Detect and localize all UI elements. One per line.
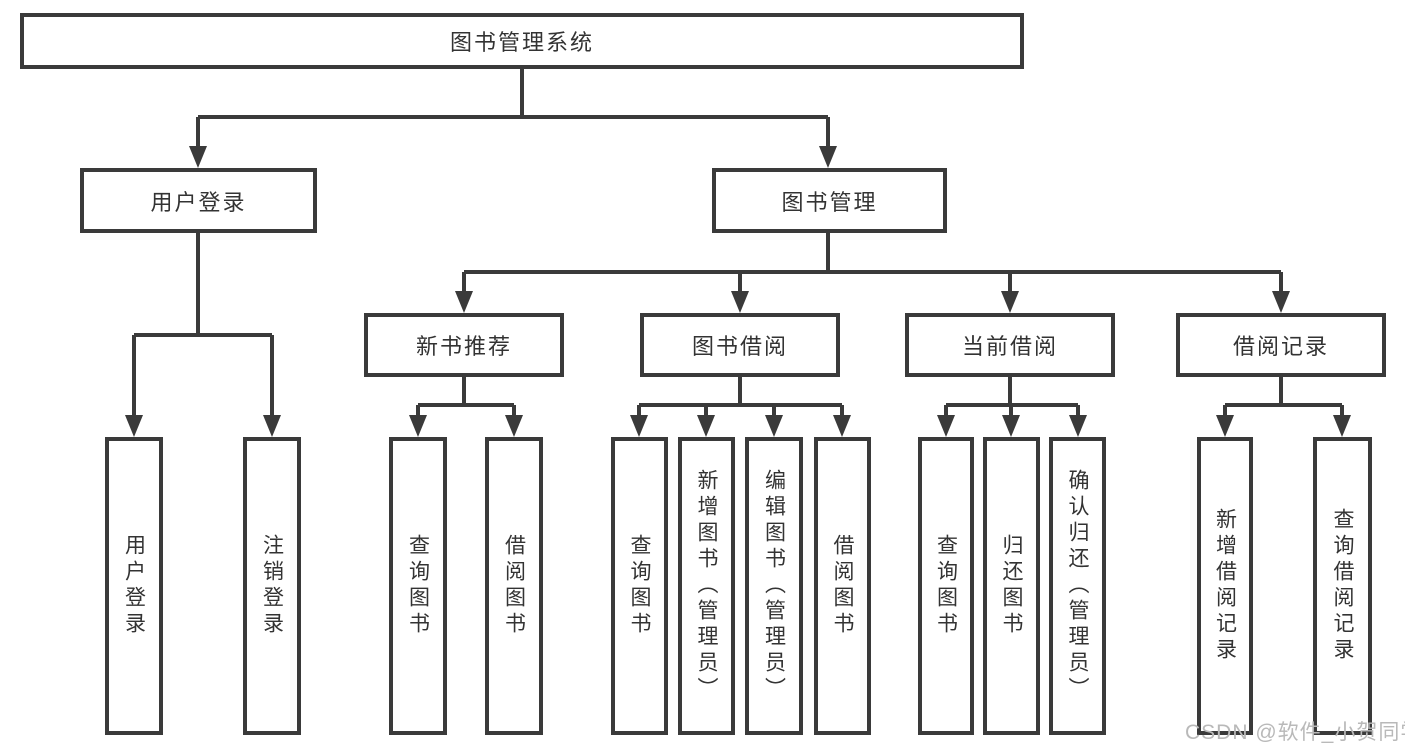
node-borrowing-records: 借阅记录 <box>1176 313 1386 377</box>
leaf-logout: 注销登录 <box>243 437 301 735</box>
leaf-borrow-books-recommend: 借阅图书 <box>485 437 543 735</box>
leaf-query-borrow-record: 查询借阅记录 <box>1313 437 1372 735</box>
leaf-query-books-current: 查询图书 <box>918 437 974 735</box>
node-label: 用户登录 <box>150 189 247 215</box>
node-label: 查询图书 <box>628 534 651 638</box>
node-current-borrowing: 当前借阅 <box>905 313 1115 377</box>
node-label: 图书管理系统 <box>449 30 594 55</box>
node-label: 当前借阅 <box>961 334 1058 359</box>
node-label: 新增图书（管理员） <box>695 469 718 703</box>
node-label: 图书借阅 <box>691 334 788 359</box>
node-library-management-system: 图书管理系统 <box>20 13 1024 69</box>
connector-lines <box>132 67 1344 422</box>
leaf-add-books-admin: 新增图书（管理员） <box>678 437 735 735</box>
leaf-return-books: 归还图书 <box>983 437 1040 735</box>
leaf-query-books-recommend: 查询图书 <box>389 437 447 735</box>
node-label: 确认归还（管理员） <box>1066 469 1089 703</box>
arrowhead-icons <box>125 146 1351 437</box>
node-label: 新书推荐 <box>415 334 512 359</box>
node-label: 图书管理 <box>781 189 878 215</box>
node-label: 查询借阅记录 <box>1331 508 1354 664</box>
leaf-user-login: 用户登录 <box>105 437 163 735</box>
node-label: 归还图书 <box>1000 534 1023 638</box>
leaf-borrow-books: 借阅图书 <box>814 437 871 735</box>
node-label: 查询图书 <box>934 534 958 638</box>
node-label: 借阅图书 <box>502 534 526 638</box>
leaf-edit-books-admin: 编辑图书（管理员） <box>745 437 803 735</box>
node-label: 查询图书 <box>406 534 430 638</box>
leaf-confirm-return-admin: 确认归还（管理员） <box>1049 437 1106 735</box>
leaf-query-books-borrowing: 查询图书 <box>611 437 668 735</box>
node-label: 编辑图书（管理员） <box>762 469 786 703</box>
node-label: 借阅记录 <box>1232 334 1329 359</box>
node-book-management: 图书管理 <box>712 168 947 233</box>
node-label: 借阅图书 <box>831 534 854 638</box>
node-user-login: 用户登录 <box>80 168 317 233</box>
node-book-borrowing: 图书借阅 <box>640 313 840 377</box>
csdn-watermark: CSDN @软件_小贺同学 <box>1185 721 1405 744</box>
node-new-book-recommendation: 新书推荐 <box>364 313 564 377</box>
node-label: 新增借阅记录 <box>1213 508 1237 664</box>
leaf-add-borrow-record: 新增借阅记录 <box>1197 437 1253 735</box>
node-label: 注销登录 <box>260 534 284 638</box>
node-label: 用户登录 <box>122 534 146 638</box>
